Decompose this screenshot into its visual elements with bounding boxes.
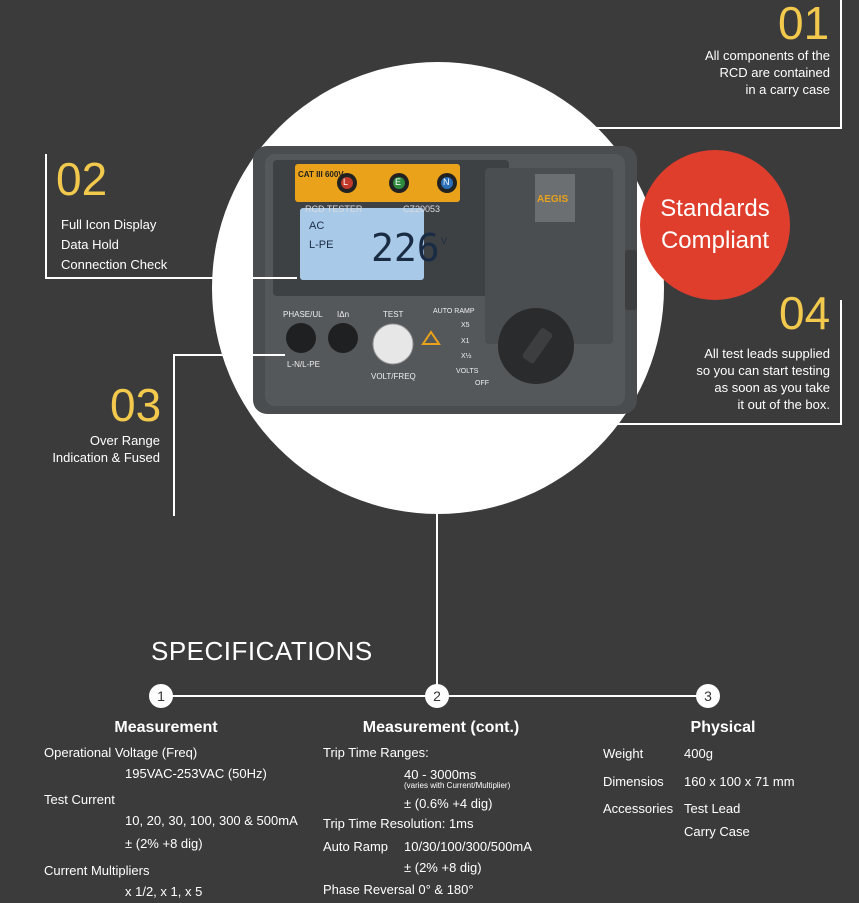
dial-auto-ramp: AUTO RAMP [433, 308, 475, 315]
test-label: TEST [383, 310, 404, 319]
trip-ranges-note: (varies with Current/Multiplier) [404, 781, 511, 790]
brand-logo: AEGIS [537, 194, 569, 205]
auto-ramp-accuracy: ± (2% +8 dig) [404, 860, 482, 875]
phase-reversal: Phase Reversal 0° & 180° [323, 882, 474, 897]
feature-04-line-4: it out of the box. [737, 397, 830, 412]
step-1-marker: 1 [149, 684, 173, 708]
specifications-title: SPECIFICATIONS [151, 636, 373, 666]
op-voltage-label: Operational Voltage (Freq) [44, 745, 198, 760]
jack-e-label: E [395, 177, 402, 187]
dial-volts: VOLTS [456, 368, 479, 375]
callout-04-line-horizontal [472, 423, 842, 425]
measurement-heading: Measurement [114, 719, 218, 736]
lcd-ac: AC [309, 220, 325, 232]
device-body [253, 146, 637, 414]
measurement-cont-heading: Measurement (cont.) [362, 719, 520, 736]
feature-03-line-2: Indication & Fused [52, 450, 160, 465]
feature-03-text: Over Range Indication & Fused [52, 432, 160, 466]
feature-04-line-1: All test leads supplied [704, 346, 830, 361]
test-current-accuracy: ± (2% +8 dig) [125, 836, 203, 851]
trip-resolution: Trip Time Resolution: 1ms [323, 816, 474, 831]
feature-01-line-1: All components of the [704, 48, 830, 63]
ln-lpe-label: L-N/L-PE [287, 360, 320, 369]
standards-compliant-badge: Standards Compliant [640, 150, 790, 300]
feature-01-text: All components of the RCD are contained … [705, 47, 830, 98]
feature-02-line-2: Data Hold [61, 237, 119, 252]
feature-02-line-1: Full Icon Display [61, 217, 157, 232]
volt-freq-label: VOLT/FREQ [371, 372, 416, 381]
dial-xhalf: X½ [461, 353, 472, 360]
dial-x1: X1 [461, 338, 470, 345]
callout-01-line-vertical [840, 0, 842, 128]
lcd-reading: 226 [371, 226, 440, 270]
op-voltage-value: 195VAC-253VAC (50Hz) [125, 766, 267, 781]
physical-heading: Physical [690, 719, 756, 736]
feature-04-line-3: as soon as you take [714, 380, 830, 395]
test-current-label: Test Current [44, 792, 115, 807]
lcd-lpe: L-PE [309, 239, 334, 251]
step-2-marker: 2 [425, 684, 449, 708]
callout-02-line-horizontal [45, 277, 297, 279]
trip-ranges-label: Trip Time Ranges: [323, 745, 429, 760]
feature-04-number: 04 [779, 287, 831, 339]
feature-01-number: 01 [778, 0, 830, 49]
accessories-item-1: Test Lead [684, 801, 741, 816]
feature-04-text: All test leads supplied so you can start… [696, 345, 830, 413]
accessories-item-2: Carry Case [684, 824, 750, 839]
center-connector-line [436, 505, 438, 695]
multipliers-value: x 1/2, x 1, x 5 [125, 884, 203, 899]
idn-label: IΔn [337, 310, 350, 319]
rcd-tester-device: CAT III 600V L E N RCD TESTER CZ20053 AC… [253, 146, 637, 414]
feature-04-line-2: so you can start testing [696, 363, 830, 378]
feature-02-line-3: Connection Check [61, 257, 168, 272]
trip-ranges-accuracy: ± (0.6% +4 dig) [404, 796, 493, 811]
feature-02-text: Full Icon Display Data Hold Connection C… [61, 215, 167, 275]
model-label: RCD TESTER [305, 204, 363, 214]
auto-ramp-value: 10/30/100/300/500mA [404, 839, 532, 854]
callout-03-line-vertical [173, 354, 175, 516]
badge-line-1: Standards [660, 195, 770, 222]
feature-02-number: 02 [56, 153, 108, 205]
cat-rating-label: CAT III 600V [298, 170, 344, 179]
feature-01-line-2: RCD are contained [719, 65, 830, 80]
jack-n-label: N [443, 177, 450, 187]
dimensions-label: Dimensios [603, 774, 664, 789]
dimensions-value: 160 x 100 x 71 mm [684, 774, 795, 789]
trip-ranges-value: 40 - 3000ms [404, 767, 477, 782]
phase-ul-label: PHASE/UL [283, 310, 323, 319]
multipliers-label: Current Multipliers [44, 863, 150, 878]
jack-l-label: L [343, 177, 349, 187]
lcd-unit: V [441, 236, 448, 246]
dial-x5: X5 [461, 322, 470, 329]
weight-label: Weight [603, 746, 644, 761]
dial-off: OFF [475, 380, 489, 387]
accessories-label: Accessories [603, 801, 674, 816]
feature-01-line-3: in a carry case [745, 82, 830, 97]
auto-ramp-label: Auto Ramp [323, 839, 389, 854]
badge-line-2: Compliant [660, 227, 770, 254]
model-code: CZ20053 [403, 204, 441, 214]
feature-03-line-1: Over Range [89, 433, 160, 448]
callout-03-line-horizontal [173, 354, 285, 356]
callout-01-line-horizontal [528, 127, 842, 129]
callout-02-line-vertical [45, 154, 47, 278]
weight-value: 400g [684, 746, 713, 761]
test-current-value: 10, 20, 30, 100, 300 & 500mA [125, 813, 298, 828]
step-3-marker: 3 [696, 684, 720, 708]
callout-04-line-vertical [840, 300, 842, 425]
feature-03-number: 03 [110, 379, 162, 431]
